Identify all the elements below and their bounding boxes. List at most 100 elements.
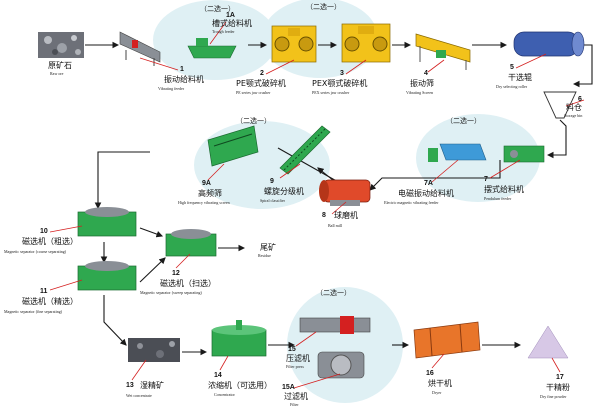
concentrator-tank-icon — [211, 320, 267, 357]
filter-press-icon — [299, 316, 371, 334]
node-11-cn: 磁选机（精选） — [22, 297, 78, 306]
node-13-number: 13 — [126, 382, 134, 389]
node-1-number: 1 — [180, 66, 184, 73]
node-9-cn: 螺旋分级机 — [264, 187, 304, 196]
node-11-en: Magnetic separator (fine separating) — [4, 309, 63, 314]
arrow-roller-to-bin — [572, 44, 593, 88]
option-label-feeder2: （二选一） — [446, 117, 481, 125]
node-1-cn: 振动给料机 — [164, 75, 204, 84]
node-13-en: Wet concentrate — [126, 393, 152, 398]
ball-mill-icon — [319, 179, 371, 206]
arrow-11-to-wetconc — [103, 295, 127, 346]
filter-drum-icon — [317, 351, 365, 379]
node-5-cn: 干选辊 — [508, 73, 532, 82]
node-2-en: PE series jaw crusher — [236, 90, 271, 95]
powder-pile-icon — [527, 325, 569, 359]
node-12-cn: 磁选机（扫选） — [160, 279, 216, 288]
node-4-cn: 振动筛 — [410, 79, 434, 88]
node-11-number: 11 — [40, 288, 48, 295]
node-9-number: 9 — [270, 178, 274, 185]
raw-ore-pile-icon — [38, 32, 84, 58]
node-15a-number: 15A — [282, 384, 295, 391]
node-17-en: Dry fine powder — [540, 394, 567, 399]
node-7a-number: 7A — [424, 180, 433, 187]
wet-concentrate-icon — [128, 338, 180, 362]
jaw-crusher-icon-pex — [341, 23, 391, 63]
magnetic-separator-icon-12 — [165, 229, 217, 257]
node-1-en: Vibrating feeder — [158, 86, 185, 91]
node-5-en: Dry selecting roller — [496, 84, 528, 89]
node-2-cn: PE颚式破碎机 — [236, 79, 286, 88]
node-7a-en: Electric magnetic vibrating feeder — [384, 200, 439, 205]
option-label-filter: （二选一） — [316, 289, 351, 297]
node-15-cn: 压滤机 — [286, 354, 310, 363]
spiral-classifier-icon — [279, 125, 331, 175]
node-16-en: Dryer — [432, 390, 442, 395]
trough-feeder-icon — [187, 38, 237, 59]
node-10-number: 10 — [40, 228, 48, 235]
storage-bin-icon — [543, 91, 577, 119]
option-label-classifier: （二选一） — [236, 117, 271, 125]
node-14-cn: 浓缩机（可选用） — [208, 381, 272, 390]
node-15-en: Filter press — [286, 364, 304, 369]
node-10-en: Magnetic separator (coarse separating) — [4, 249, 67, 254]
node-15a-en: Filter — [290, 402, 299, 407]
node-6-en: Storage bin — [564, 113, 583, 118]
option-label-crusher: （二选一） — [306, 3, 341, 11]
arrow-bin-to-feeder7 — [546, 119, 567, 159]
node-17-number: 17 — [556, 374, 564, 381]
electromagnetic-feeder-icon — [428, 143, 487, 162]
high-frequency-screen-icon — [207, 125, 259, 167]
pendulum-feeder-icon — [503, 145, 545, 163]
arrow-to-separator10 — [94, 151, 150, 210]
node-7-number: 7 — [484, 176, 488, 183]
node-7-en: Pendulum feeder — [484, 196, 512, 201]
jaw-crusher-icon — [271, 25, 317, 63]
node-10-cn: 磁选机（粗选） — [22, 237, 78, 246]
leader-lines — [49, 21, 585, 389]
arrow-10-to-12 — [139, 227, 164, 238]
node-3-cn: PEX颚式破碎机 — [312, 79, 368, 88]
node-6-cn: 料仓 — [566, 103, 582, 112]
node-4-number: 4 — [424, 70, 428, 77]
residue-cn: 尾矿 — [260, 243, 276, 252]
node-2-number: 2 — [260, 70, 264, 77]
node-3-en: PEX series jaw crusher — [312, 90, 350, 95]
vibrating-feeder-icon — [119, 31, 161, 66]
node-16-cn: 烘干机 — [428, 379, 452, 388]
magnetic-separator-icon-11 — [77, 261, 137, 291]
node-7-cn: 摆式给料机 — [484, 185, 524, 194]
node-8-number: 8 — [322, 212, 326, 219]
node-7a-cn: 电磁振动给料机 — [398, 189, 454, 198]
magnetic-separator-icon-10 — [77, 207, 137, 237]
rotary-dryer-icon — [413, 321, 481, 359]
node-8-en: Ball mill — [328, 223, 343, 228]
node-5-number: 5 — [510, 64, 514, 71]
node-15-number: 15 — [288, 346, 296, 353]
option-halo-feeder — [153, 0, 277, 80]
node-12-en: Magnetic separator (sweep separating) — [140, 290, 202, 295]
vibrating-screen-icon — [415, 33, 471, 70]
residue-en: Residue — [258, 253, 271, 258]
node-1a-number: 1A — [226, 12, 235, 19]
node-17-cn: 干精粉 — [546, 383, 570, 392]
node-15a-cn: 过滤机 — [284, 392, 308, 401]
node-8-cn: 球磨机 — [334, 211, 358, 220]
node-12-number: 12 — [172, 270, 180, 277]
node-3-number: 3 — [340, 70, 344, 77]
arrow-11-to-12 — [139, 257, 166, 283]
node-1a-en: Trough feeder — [212, 29, 235, 34]
node-14-number: 14 — [214, 372, 222, 379]
arrow-feeder-to-ballmill — [369, 160, 501, 191]
node-13-cn: 湿精矿 — [140, 381, 164, 390]
node-14-en: Concentrator — [214, 392, 235, 397]
option-label-feeder: （二选一） — [200, 5, 235, 13]
node-9a-en: High frequency vibrating screen — [178, 200, 230, 205]
node-9a-cn: 高频筛 — [198, 189, 222, 198]
raw-ore-cn: 原矿石 — [48, 61, 72, 70]
option-halo-filter — [287, 287, 403, 403]
arrow-return — [277, 147, 341, 184]
node-4-en: Vibrating Screen — [406, 90, 433, 95]
